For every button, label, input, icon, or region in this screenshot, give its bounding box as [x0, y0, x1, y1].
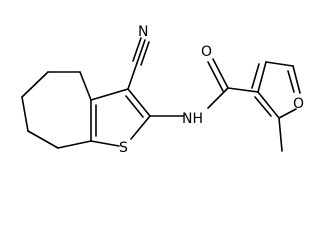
bond-carbonyl-o [212, 58, 229, 89]
bond-c7-c8 [27, 130, 59, 149]
molecule-diagram: N O NH S O [21, 24, 304, 156]
bond-c3-c2 [127, 88, 151, 117]
cycloheptane-ring [21, 71, 92, 149]
furan-o-label: O [293, 96, 304, 112]
bond-cn-triple-1 [136, 39, 146, 64]
bond-c6-c7 [21, 96, 29, 132]
bond-cn-triple-2 [132, 37, 142, 62]
bond-c8-c8a [57, 140, 92, 149]
bond-c5f-o [292, 65, 301, 94]
bond-carbonyl-c3f [227, 87, 259, 93]
bond-nh-carbonyl [207, 87, 229, 109]
bond-c3f-c4f [257, 61, 267, 93]
amide-group [149, 58, 259, 117]
bond-cn-triple-3 [140, 41, 150, 66]
bond-o-c2f [278, 108, 297, 119]
bond-c5-c6 [21, 71, 49, 98]
bond-c3-c2-double [125, 95, 144, 118]
amide-o-label: O [201, 44, 212, 60]
bond-s-c8a [90, 140, 120, 147]
bond-c3-cn [127, 62, 138, 90]
bond-c3a-c3 [90, 88, 129, 101]
amide-nh-label: NH [182, 111, 203, 127]
bond-c2f-c3f-double [254, 96, 272, 117]
structure-svg: N O NH S O [21, 24, 304, 156]
bond-carbonyl-o-double [207, 61, 224, 92]
bond-c5f-o-double [287, 70, 295, 93]
bond-c3f-c4f-double [251, 63, 260, 89]
thiophene-ring [90, 88, 151, 147]
thiophene-s-label: S [119, 140, 128, 156]
bond-c2f-c3f [257, 91, 280, 119]
bond-c2f-methyl [278, 117, 283, 152]
bond-c2-s [130, 115, 151, 140]
nitrile-n-label: N [138, 24, 148, 40]
bond-c3a-c4 [79, 71, 92, 101]
nitrile-group [127, 37, 150, 90]
bond-c4f-c5f [265, 61, 294, 67]
furan-ring [251, 61, 301, 152]
